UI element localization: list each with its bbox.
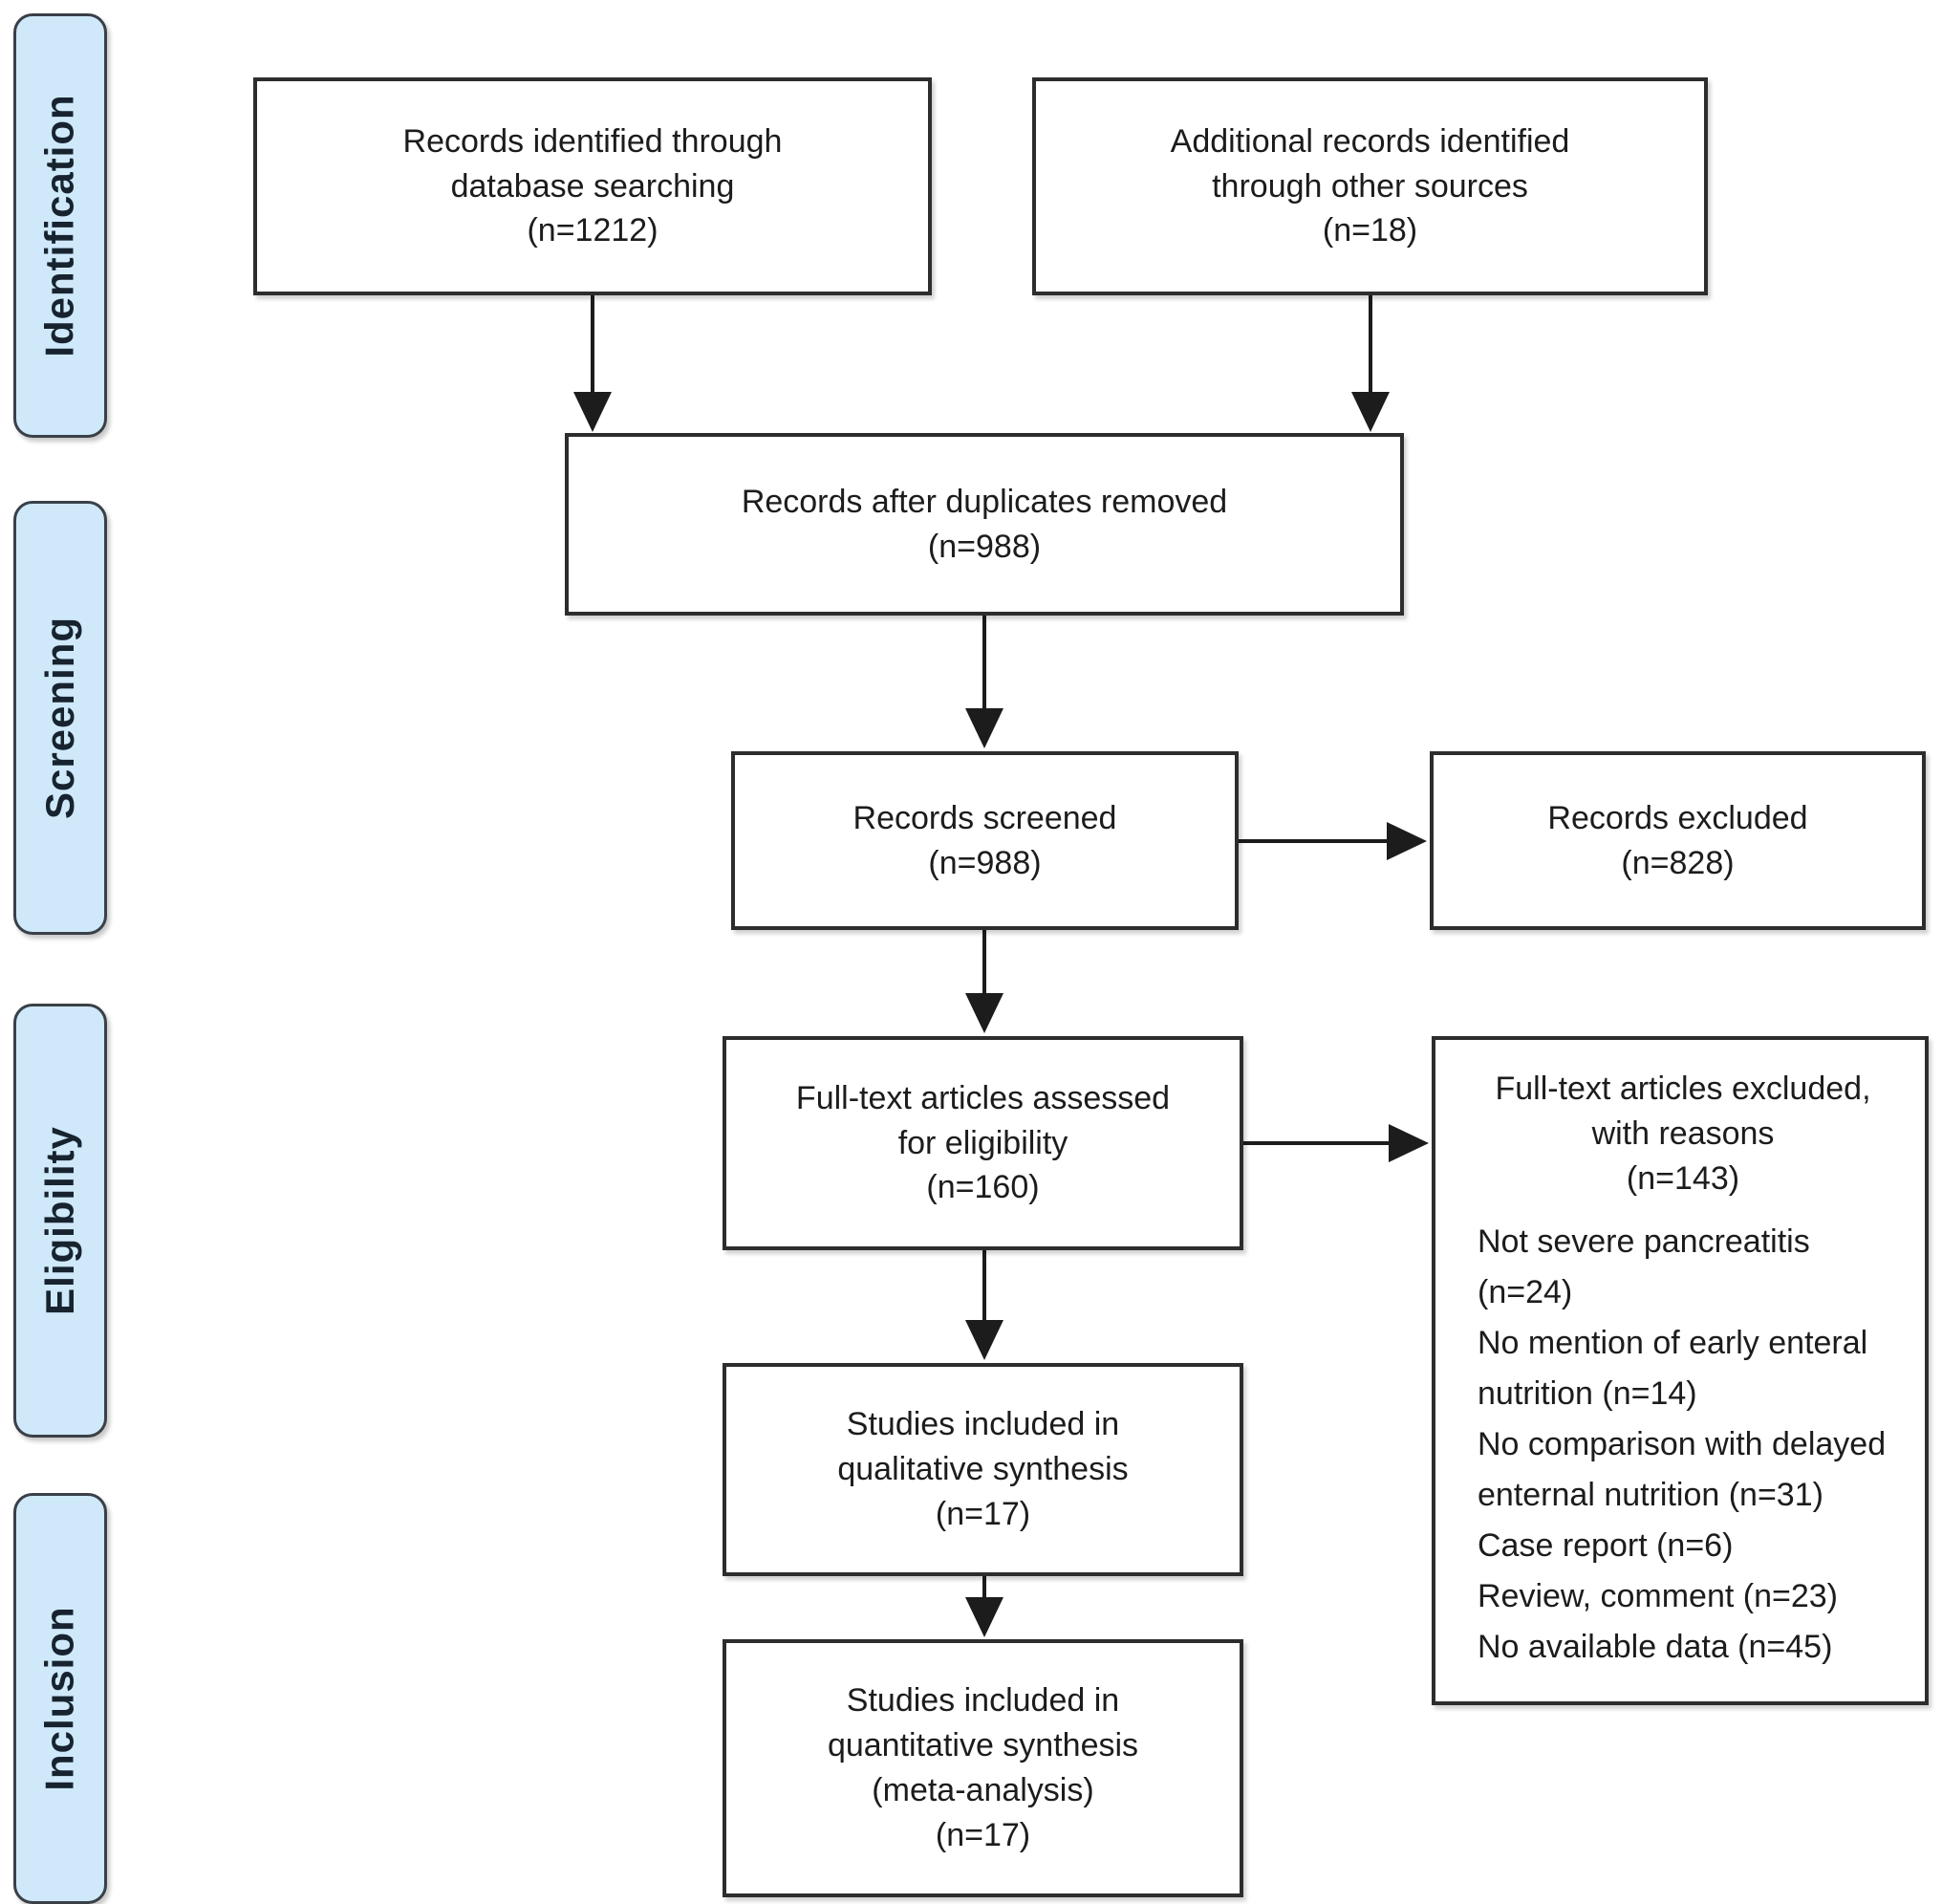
stage-label-identification: Identification: [13, 13, 107, 438]
arrow-fulltext-to-excluded-reasons: [1243, 1124, 1429, 1162]
box-records-excluded: Records excluded (n=828): [1430, 751, 1926, 930]
box-fulltext-assessed-text: Full-text articles assessed for eligibil…: [795, 1079, 1171, 1206]
exclusion-reason: No available data (n=45): [1478, 1628, 1833, 1665]
exclusion-reasons-list: Not severe pancreatitis (n=24) No mentio…: [1478, 1217, 1888, 1673]
box-fulltext-assessed: Full-text articles assessed for eligibil…: [723, 1036, 1243, 1250]
box-records-screened-text: Records screened (n=988): [852, 799, 1117, 881]
box-records-identified-database: Records identified through database sear…: [253, 77, 932, 295]
arrow-duplicates-to-screened: [965, 616, 1003, 748]
stage-label-eligibility: Eligibility: [13, 1004, 107, 1438]
box-studies-quantitative-synthesis-text: Studies included in quantitative synthes…: [827, 1682, 1139, 1853]
exclusion-reason: No comparison with delayed enternal nutr…: [1478, 1425, 1887, 1513]
box-studies-qualitative-synthesis: Studies included in qualitative synthesi…: [723, 1363, 1243, 1576]
box-fulltext-excluded-header: Full-text articles excluded, with reason…: [1495, 1071, 1871, 1197]
box-additional-records-other-sources-text: Additional records identified through ot…: [1170, 122, 1570, 249]
arrow-screened-to-fulltext: [965, 930, 1003, 1033]
arrow-screened-to-excluded: [1239, 822, 1427, 860]
arrow-other-to-duplicates: [1351, 295, 1390, 432]
exclusion-reason: Review, comment (n=23): [1478, 1577, 1838, 1614]
arrow-fulltext-to-qualitative: [965, 1250, 1003, 1360]
box-records-excluded-text: Records excluded (n=828): [1547, 799, 1808, 881]
box-records-after-duplicates-text: Records after duplicates removed (n=988): [741, 483, 1228, 565]
arrow-qualitative-to-quantitative: [965, 1576, 1003, 1637]
box-fulltext-excluded-with-reasons: Full-text articles excluded, with reason…: [1432, 1036, 1929, 1705]
exclusion-reason: Case report (n=6): [1478, 1526, 1734, 1564]
box-records-screened: Records screened (n=988): [731, 751, 1239, 930]
stage-label-screening: Screening: [13, 501, 107, 935]
box-studies-qualitative-synthesis-text: Studies included in qualitative synthesi…: [837, 1406, 1129, 1532]
box-records-after-duplicates: Records after duplicates removed (n=988): [565, 433, 1404, 616]
stage-label-inclusion: Inclusion: [13, 1493, 107, 1904]
exclusion-reason: No mention of early enteral nutrition (n…: [1478, 1324, 1868, 1412]
exclusion-reason: Not severe pancreatitis (n=24): [1478, 1222, 1810, 1310]
box-studies-quantitative-synthesis: Studies included in quantitative synthes…: [723, 1639, 1243, 1897]
box-additional-records-other-sources: Additional records identified through ot…: [1032, 77, 1708, 295]
arrow-db-to-duplicates: [573, 295, 612, 432]
box-records-identified-database-text: Records identified through database sear…: [402, 122, 783, 249]
